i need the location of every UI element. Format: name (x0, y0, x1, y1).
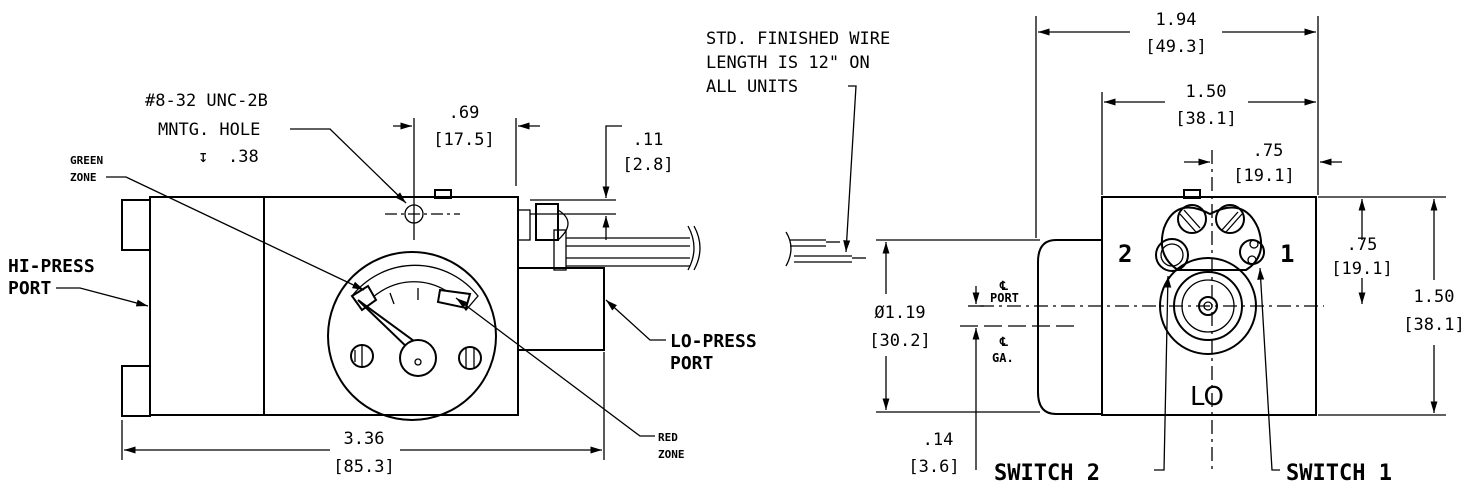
switch-2-leader (1154, 275, 1172, 471)
wire-note-line-3: ALL UNITS (706, 77, 798, 97)
front-top-screw (1183, 189, 1201, 199)
hi-port-fitting-top (121, 199, 151, 251)
right-view: 2 1 LO 1.94 [49.3] 1.50 [38.1] .75 [19.1… (869, 10, 1464, 486)
wire-note: STD. FINISHED WIRE LENGTH IS 12" ON ALL … (706, 29, 890, 267)
wire-break-1 (687, 225, 695, 271)
switch-screw-left (1177, 204, 1207, 234)
port-inner (1181, 279, 1235, 333)
dim-offset-inch: .14 (923, 430, 954, 450)
dim-length-mm: [85.3] (333, 457, 394, 477)
wire-break-2 (693, 225, 701, 271)
red-zone-label-2: ZONE (658, 448, 685, 461)
dial-scale-band (351, 264, 479, 312)
dim-wire-offset-inch: .11 (633, 130, 664, 150)
wire-bushing (517, 209, 531, 241)
hub-center (414, 358, 422, 366)
port-bore (1198, 296, 1218, 316)
top-screw (434, 189, 452, 199)
red-zone-label-1: RED (658, 431, 678, 444)
wire-offset-leader (602, 125, 622, 198)
dim-body-width-mm: [38.1] (1175, 109, 1236, 129)
mounting-hole-thread: #8-32 UNC-2B (145, 91, 268, 111)
dim-wire-offset-mm: [2.8] (622, 155, 673, 175)
port-outer (1159, 257, 1257, 355)
dial-tick-1 (389, 292, 395, 305)
dim-half-width-mm: [19.1] (1233, 166, 1294, 186)
wire-end-break (785, 231, 792, 267)
dim-body-height-inch: 1.50 (1414, 287, 1455, 307)
lo-press-label-2: PORT (670, 353, 714, 374)
switch-housing (1160, 206, 1262, 271)
pointer-hub (399, 339, 437, 377)
switch-number-2: 2 (1118, 240, 1132, 268)
switch-1-leader (1257, 267, 1280, 471)
dim-overall-width-inch: 1.94 (1156, 10, 1197, 30)
green-zone-label-2: ZONE (70, 171, 97, 184)
cl-port-symbol: ℄ (999, 279, 1008, 293)
mounting-hole-depth: .38 (228, 147, 259, 167)
connector-stem (553, 229, 567, 271)
mounting-hole-label: MNTG. HOLE (158, 120, 260, 140)
lo-press-label-1: LO-PRESS (670, 331, 757, 352)
dial-screw-right (458, 346, 482, 370)
dim-hole-offset-inch: .69 (449, 103, 480, 123)
lo-port-boss (517, 267, 605, 351)
dim-half-height-inch: .75 (1347, 235, 1378, 255)
switch-1-label: SWITCH 1 (1286, 461, 1392, 486)
dim-offset-mm: [3.6] (908, 457, 959, 477)
lo-press-leader (605, 299, 666, 341)
connector-cap (557, 209, 569, 241)
gauge-dial (327, 251, 497, 421)
wire-note-line-1: STD. FINISHED WIRE (706, 29, 890, 49)
port-flange (1173, 271, 1243, 341)
left-view: #8-32 UNC-2B MNTG. HOLE ↧ .38 GREEN ZONE… (8, 91, 757, 477)
depth-symbol: ↧ (198, 147, 208, 167)
dim-half-width-inch: .75 (1253, 141, 1284, 161)
switch-number-1: 1 (1280, 240, 1294, 268)
hi-press-leader (56, 287, 149, 307)
dim-length-inch: 3.36 (344, 429, 385, 449)
hi-press-label-1: HI-PRESS (8, 256, 95, 277)
lo-label: LO (1190, 382, 1224, 412)
wire-note-leader (843, 85, 857, 253)
dim-hole-offset-mm: [17.5] (433, 130, 494, 150)
red-zone-leader (455, 297, 655, 437)
wire-connector (535, 203, 559, 241)
dim-diameter-inch: Ø1.19 (874, 303, 925, 323)
dim-half-height-mm: [19.1] (1331, 259, 1392, 279)
dim-body-height-mm: [38.1] (1403, 315, 1464, 335)
switch-2-label: SWITCH 2 (994, 461, 1100, 486)
switch-2-button (1155, 238, 1189, 272)
cl-gauge-symbol: ℄ (999, 335, 1008, 349)
hi-press-label-2: PORT (8, 278, 52, 299)
green-zone-leader (106, 176, 365, 291)
switch-screw-right (1215, 204, 1245, 234)
cl-gauge-label: GA. (992, 351, 1014, 365)
cl-port-label: PORT (990, 291, 1019, 305)
hi-port-fitting-bottom (121, 365, 151, 417)
gauge-housing-side (1037, 239, 1102, 415)
dim-overall-width-mm: [49.3] (1145, 37, 1206, 57)
green-zone-label-1: GREEN (70, 154, 103, 167)
dim-body-width-inch: 1.50 (1186, 82, 1227, 102)
wire-note-line-2: LENGTH IS 12" ON (706, 53, 870, 73)
dim-diameter-mm: [30.2] (869, 331, 930, 351)
hole-leader (290, 128, 407, 204)
